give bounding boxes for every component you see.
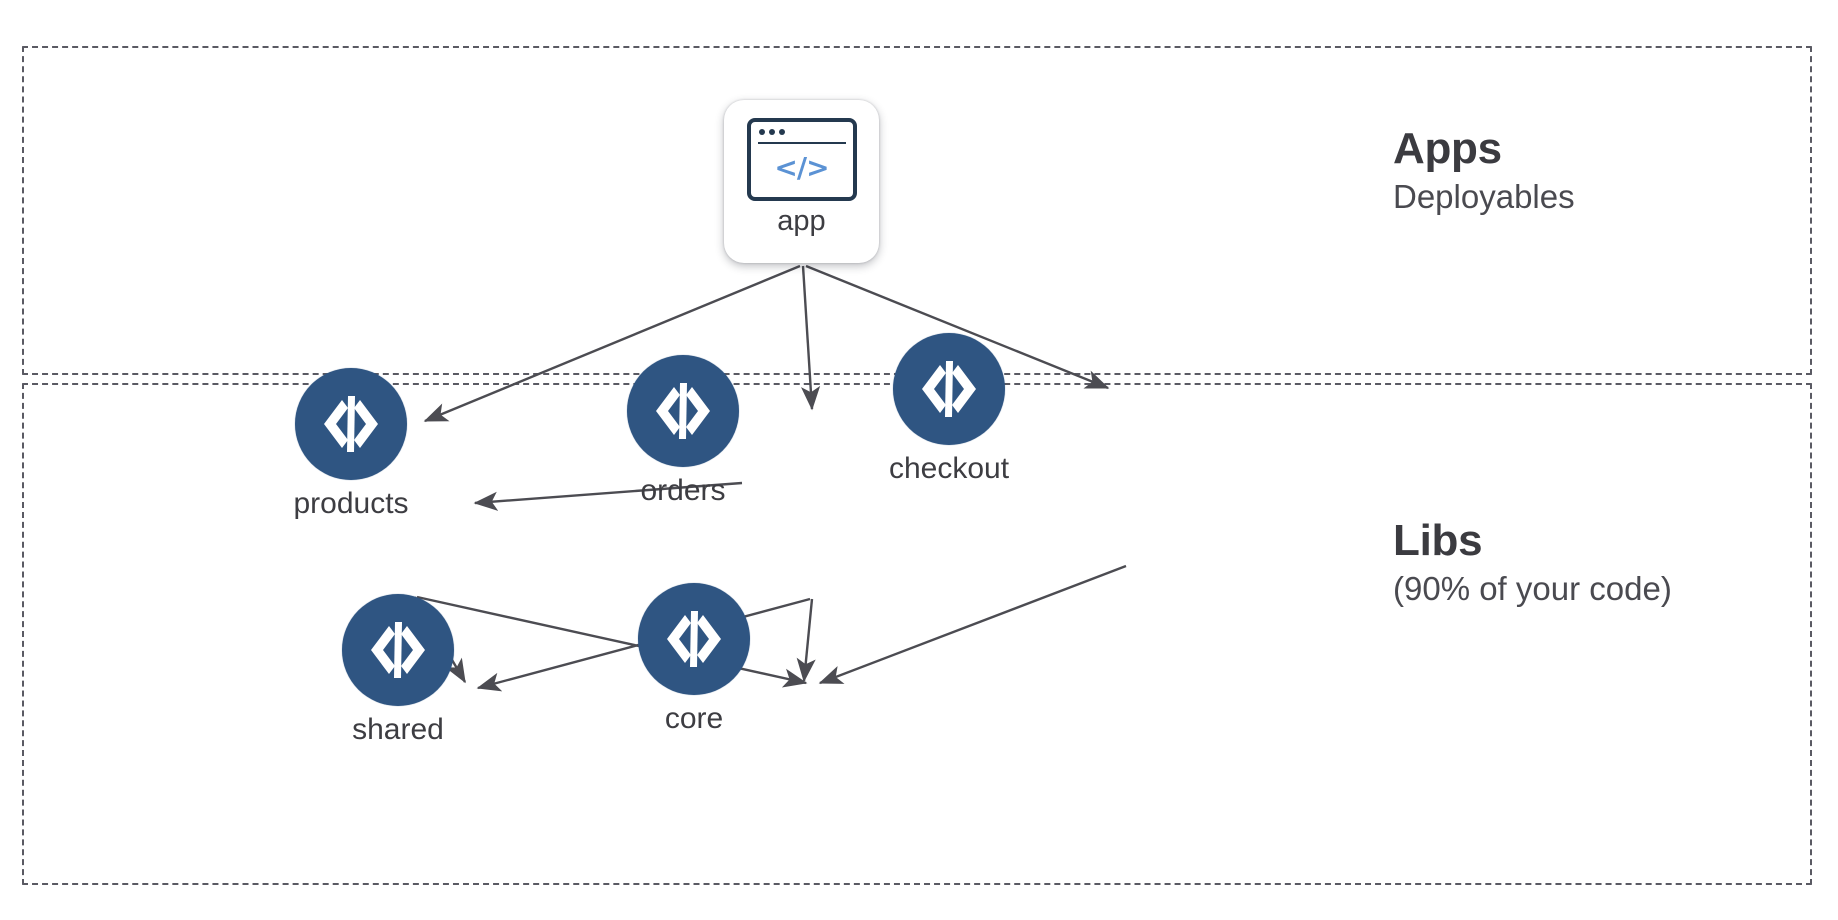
node-orders-label: orders [640,474,726,507]
node-checkout[interactable]: checkout [889,333,1009,485]
caption-apps: Apps Deployables [1393,124,1575,219]
node-core[interactable]: core [638,583,750,735]
code-brackets-icon [893,333,1005,445]
browser-code-icon: </> [746,118,857,201]
node-app[interactable]: </> app [724,100,879,263]
node-shared[interactable]: shared [342,594,454,746]
code-brackets-glyph: </> [774,150,829,184]
node-shared-label: shared [352,713,444,746]
node-products[interactable]: products [293,368,409,520]
region-apps-subtitle: Deployables [1393,178,1575,216]
node-orders[interactable]: orders [627,355,739,507]
node-checkout-label: checkout [888,452,1010,485]
region-libs-title: Libs [1393,516,1483,565]
code-brackets-icon [342,594,454,706]
region-apps-title: Apps [1393,124,1502,173]
caption-libs: Libs (90% of your code) [1393,516,1672,611]
node-app-label: app [777,205,826,237]
node-core-label: core [664,702,724,735]
region-libs-subtitle: (90% of your code) [1393,570,1672,608]
code-brackets-icon [295,368,407,480]
browser-divider [757,142,846,144]
code-brackets-icon [627,355,739,467]
node-products-label: products [293,487,409,520]
browser-dots-icon [758,129,785,135]
code-brackets-icon [638,583,750,695]
